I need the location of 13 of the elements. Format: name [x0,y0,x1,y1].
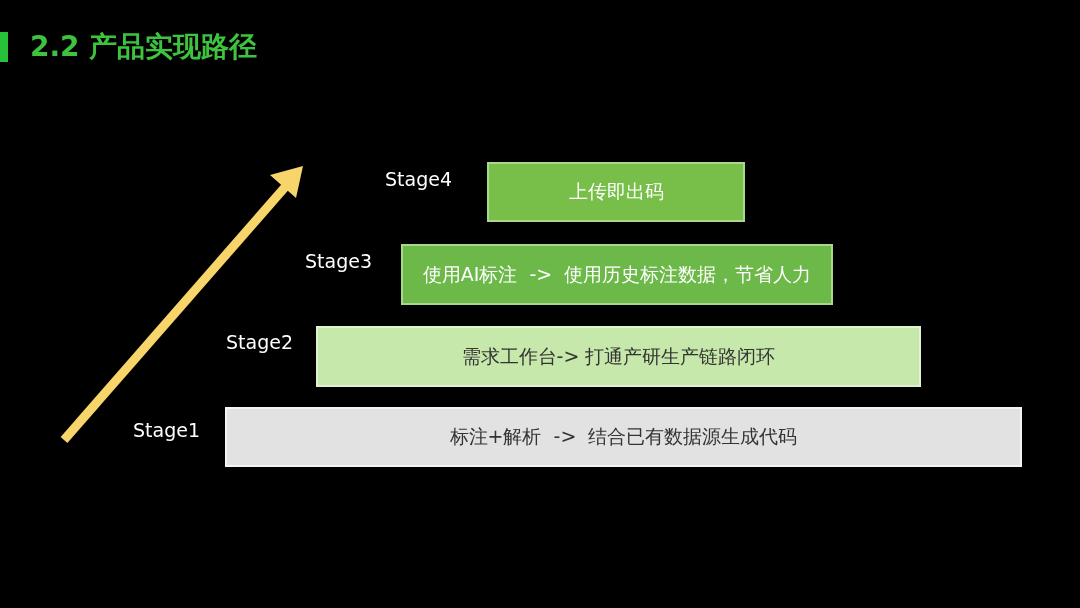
slide-title: 2.2 产品实现路径 [30,29,258,65]
stage-text: 需求工作台-> 打通产研生产链路闭环 [461,343,776,369]
stage-box [316,326,921,387]
stage-box [225,407,1022,467]
stage-box [487,162,745,222]
stage-label: Stage2 [226,331,293,353]
stage-label: Stage3 [305,250,372,272]
stage-text: 标注+解析 -> 结合已有数据源生成代码 [449,424,798,449]
stage-text: 上传即出码 [568,179,664,204]
stage-label: Stage4 [385,168,452,190]
stage-label: Stage1 [133,419,200,441]
stage-box [401,244,833,305]
stage-text: 使用AI标注 -> 使用历史标注数据，节省人力 [422,261,812,287]
